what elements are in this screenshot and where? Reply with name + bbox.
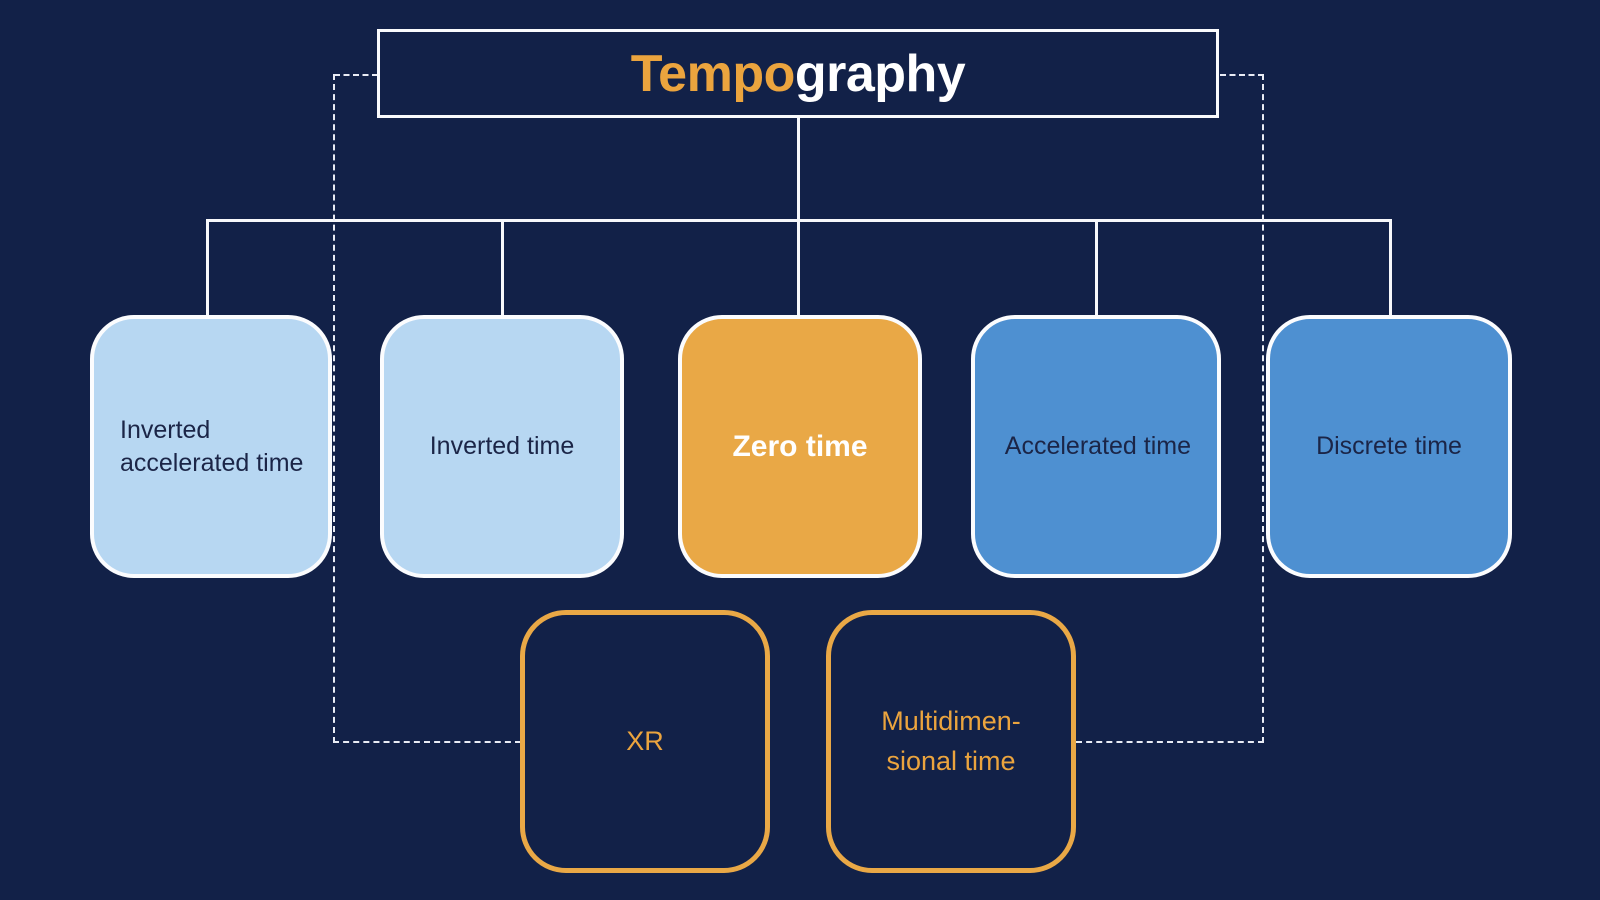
title-rest-text: graphy (794, 44, 966, 103)
title-accent-text: Tempo (630, 44, 796, 103)
connector-stub-inverted-accelerated-time (206, 219, 209, 318)
dashed-connector-to-multidimensional-time (1076, 741, 1264, 743)
node-zero-time[interactable]: Zero time (678, 315, 922, 578)
node-label: XR (626, 725, 664, 756)
dashed-connector-left-vertical (333, 74, 335, 743)
connector-title-to-zero-time (797, 118, 800, 318)
node-accelerated-time[interactable]: Accelerated time (971, 315, 1221, 578)
node-inverted-accelerated-time[interactable]: Inverted accelerated time (90, 315, 332, 578)
node-discrete-time[interactable]: Discrete time (1266, 315, 1512, 578)
connector-stub-accelerated-time (1095, 219, 1098, 318)
node-multidimensional-time[interactable]: Multidimen- sional time (826, 610, 1076, 873)
connector-stub-discrete-time (1389, 219, 1392, 318)
dashed-connector-title-right (1220, 74, 1264, 76)
root-node-tempography[interactable]: Tempography (377, 29, 1219, 118)
connector-horizontal-bus (206, 219, 1392, 222)
dashed-connector-title-left (334, 74, 378, 76)
node-label: Zero time (732, 429, 868, 463)
dashed-connector-to-xr (333, 741, 521, 743)
node-label: Multidimen- sional time (881, 706, 1021, 776)
connector-stub-inverted-time (501, 219, 504, 318)
node-label: Discrete time (1316, 432, 1462, 460)
node-inverted-time[interactable]: Inverted time (380, 315, 624, 578)
title-text: Tempography (630, 44, 966, 104)
node-label: Accelerated time (1004, 432, 1191, 460)
node-xr[interactable]: XR (520, 610, 770, 873)
node-label: Inverted time (429, 432, 575, 460)
dashed-connector-right-vertical (1262, 74, 1264, 743)
node-label: Inverted accelerated time (120, 415, 304, 477)
